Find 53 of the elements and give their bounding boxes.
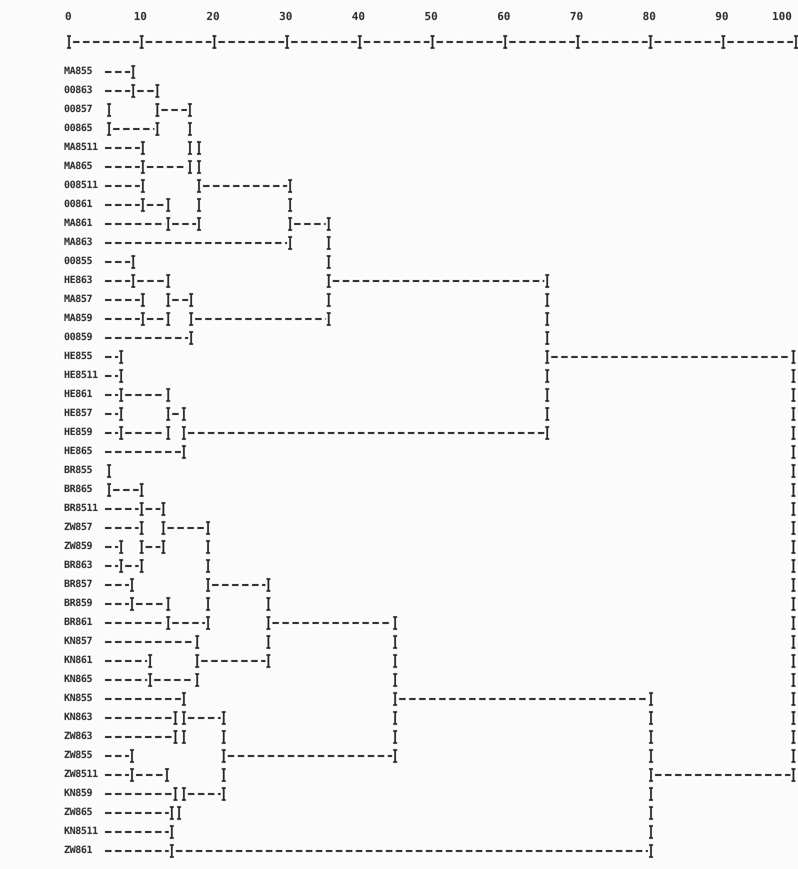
leaf-label: HE861	[64, 388, 92, 402]
leaf-label: ZW859	[64, 540, 92, 554]
leaf-label: KN857	[64, 635, 92, 649]
leaf-label: MA859	[64, 312, 92, 326]
axis-tick-label: 80	[642, 10, 656, 24]
leaf-label: KN865	[64, 673, 92, 687]
axis-tick-label: 100	[772, 10, 792, 24]
leaf-label: ZW863	[64, 730, 92, 744]
leaf-label: MA8511	[64, 141, 98, 155]
leaf-label: BR855	[64, 464, 92, 478]
axis-tick-label: 70	[570, 10, 584, 24]
leaf-label: 00857	[64, 103, 92, 117]
axis-tick-label: 60	[497, 10, 510, 24]
axis-tick-label: 30	[279, 10, 292, 24]
leaf-label: 008511	[64, 179, 98, 193]
leaf-label: HE865	[64, 445, 92, 459]
leaf-label: BR861	[64, 616, 92, 630]
leaf-label: 00855	[64, 255, 92, 269]
axis-tick-label: 10	[134, 10, 147, 24]
leaf-label: HE8511	[64, 369, 98, 383]
leaf-label: MA855	[64, 65, 92, 79]
leaf-label: HE855	[64, 350, 92, 364]
axis-tick-label: 0	[65, 10, 72, 24]
leaf-label: KN859	[64, 787, 92, 801]
leaf-label: MA861	[64, 217, 92, 231]
leaf-label: 00865	[64, 122, 92, 136]
leaf-label: BR859	[64, 597, 92, 611]
leaf-label: BR865	[64, 483, 92, 497]
axis-tick-label: 40	[352, 10, 366, 24]
leaf-label: HE857	[64, 407, 92, 421]
leaf-label: ZW865	[64, 806, 92, 820]
leaf-label: ZW855	[64, 749, 92, 763]
leaf-label: 00859	[64, 331, 92, 345]
leaf-label: ZW861	[64, 844, 92, 858]
axis-tick-label: 20	[206, 10, 220, 24]
leaf-label: KN855	[64, 692, 92, 706]
axis-tick-label: 50	[424, 10, 438, 24]
leaf-label: ZW8511	[64, 768, 98, 782]
leaf-label: 00861	[64, 198, 92, 212]
leaf-label: KN8511	[64, 825, 98, 839]
leaf-label: ZW857	[64, 521, 92, 535]
leaf-label: MA865	[64, 160, 92, 174]
leaf-label: KN861	[64, 654, 92, 668]
axis-tick-label: 90	[715, 10, 729, 24]
leaf-label: MA863	[64, 236, 92, 250]
leaf-label: 00863	[64, 84, 92, 98]
leaf-label: HE863	[64, 274, 92, 288]
leaf-label: BR8511	[64, 502, 98, 516]
leaf-label: MA857	[64, 293, 92, 307]
leaf-label: BR863	[64, 559, 92, 573]
leaf-label: KN863	[64, 711, 92, 725]
leaf-label: BR857	[64, 578, 92, 592]
leaf-label: HE859	[64, 426, 92, 440]
